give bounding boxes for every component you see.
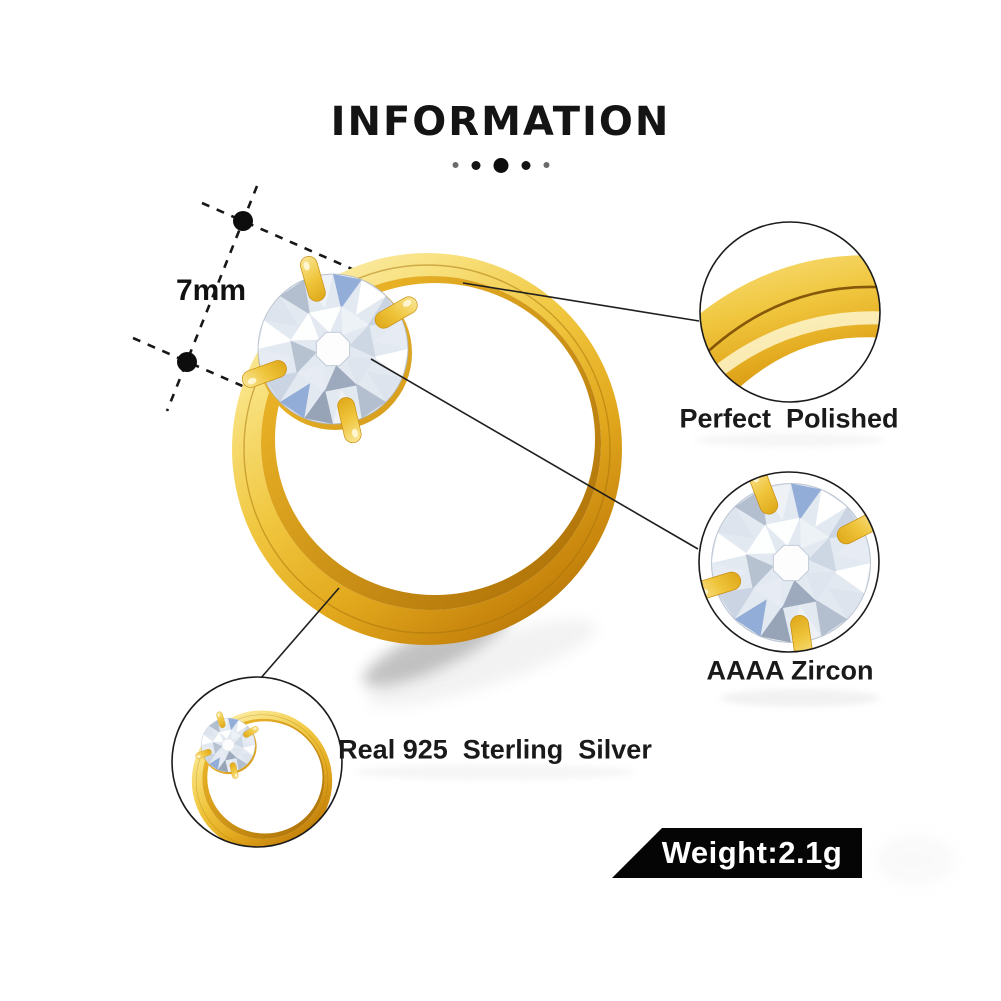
stone-size-label: 7mm <box>175 274 247 307</box>
callout-circle-silver <box>171 676 343 848</box>
page-title: INFORMATION <box>330 99 671 145</box>
callout-line-zircon <box>370 358 699 550</box>
divider-dot <box>471 160 480 170</box>
weight-badge: Weight:2.1g <box>612 828 862 878</box>
measurement-bottom-line <box>132 336 248 390</box>
main-ring-photo <box>232 253 622 645</box>
callout-circle-polish <box>699 221 881 403</box>
title-divider-dots <box>452 157 549 173</box>
callout-line-polish <box>462 282 700 322</box>
divider-dot <box>493 157 508 173</box>
measurement-dot-bottom <box>177 352 197 372</box>
measurement-guides <box>132 185 369 412</box>
divider-dot <box>452 162 458 168</box>
measurement-dot-top <box>233 211 253 231</box>
divider-dot <box>521 160 530 170</box>
weight-badge-text: Weight:2.1g <box>661 835 843 870</box>
callout-line-silver <box>259 587 340 680</box>
measurement-top-line <box>201 201 369 278</box>
feature-label-polish: Perfect Polished <box>679 403 899 434</box>
divider-dot <box>543 162 549 168</box>
feature-label-zircon: AAAA Zircon <box>706 655 874 686</box>
callout-lines <box>259 282 700 680</box>
callout-circle-zircon <box>698 471 880 653</box>
feature-label-silver: Real 925 Sterling Silver <box>338 734 652 765</box>
soft-shadows <box>355 433 955 885</box>
